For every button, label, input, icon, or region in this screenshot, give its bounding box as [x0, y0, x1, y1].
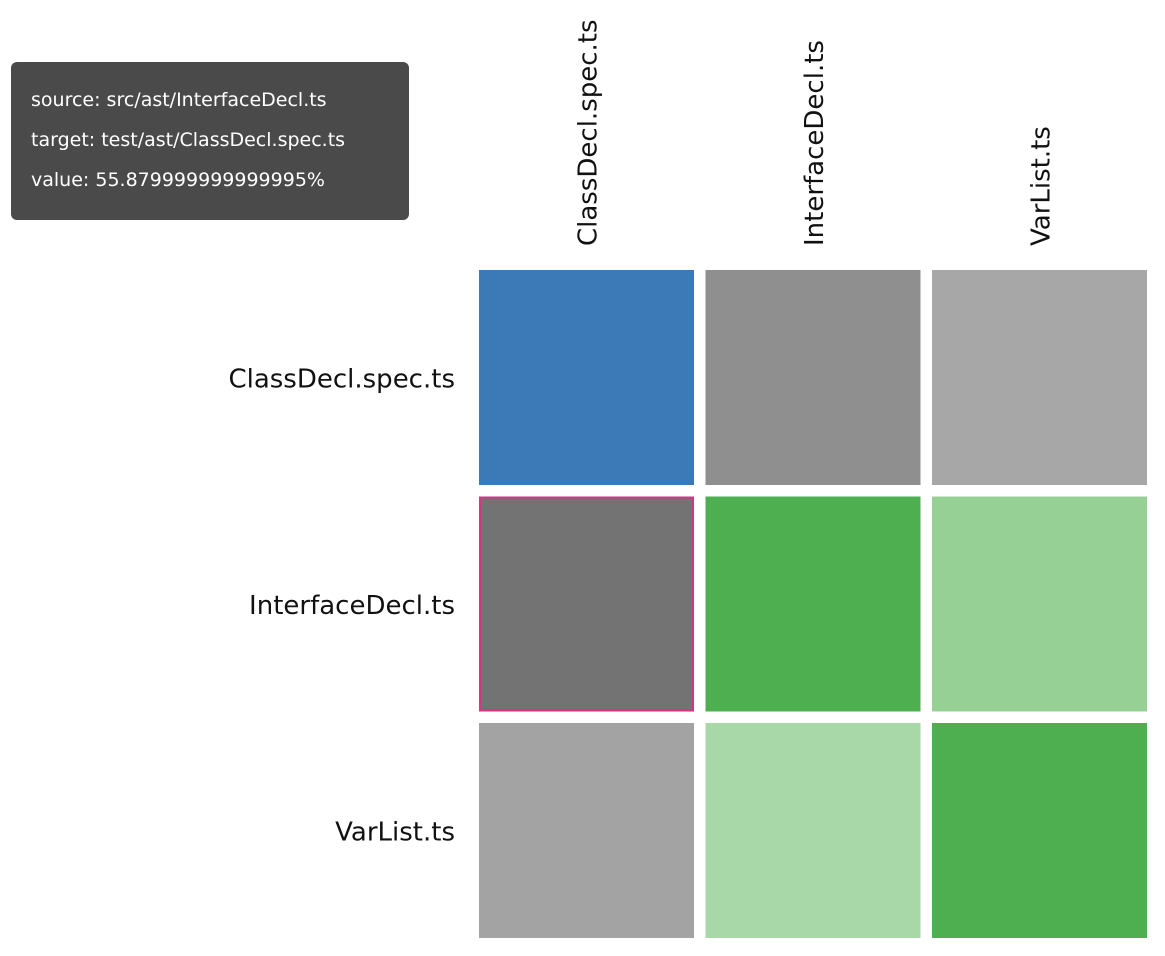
matrix-cell[interactable]: [705, 270, 921, 485]
row-label: ClassDecl.spec.ts: [228, 365, 455, 395]
tooltip-source-value: src/ast/InterfaceDecl.ts: [106, 89, 327, 111]
matrix-cell[interactable]: [479, 496, 694, 712]
tooltip-target-value: test/ast/ClassDecl.spec.ts: [101, 129, 346, 151]
matrix-cell[interactable]: [479, 270, 694, 485]
tooltip-value-label: value:: [31, 169, 90, 191]
tooltip-value-value: 55.879999999999995%: [95, 169, 325, 191]
column-label: InterfaceDecl.ts: [800, 40, 830, 246]
cell-tooltip: source: src/ast/InterfaceDecl.ts target:…: [11, 62, 409, 220]
column-label: VarList.ts: [1027, 126, 1057, 246]
matrix-cell[interactable]: [479, 723, 694, 938]
tooltip-source-label: source:: [31, 89, 101, 111]
matrix-cell[interactable]: [705, 723, 921, 938]
matrix-cell[interactable]: [932, 496, 1147, 712]
tooltip-target-label: target:: [31, 129, 96, 151]
matrix-cell[interactable]: [932, 723, 1147, 938]
tooltip-value: value: 55.879999999999995%: [31, 160, 409, 200]
row-label: InterfaceDecl.ts: [249, 591, 455, 621]
matrix-cell[interactable]: [705, 496, 921, 712]
tooltip-source: source: src/ast/InterfaceDecl.ts: [31, 80, 409, 120]
row-label: VarList.ts: [335, 818, 455, 848]
column-label: ClassDecl.spec.ts: [574, 19, 604, 246]
tooltip-target: target: test/ast/ClassDecl.spec.ts: [31, 120, 409, 160]
matrix-cell[interactable]: [932, 270, 1147, 485]
